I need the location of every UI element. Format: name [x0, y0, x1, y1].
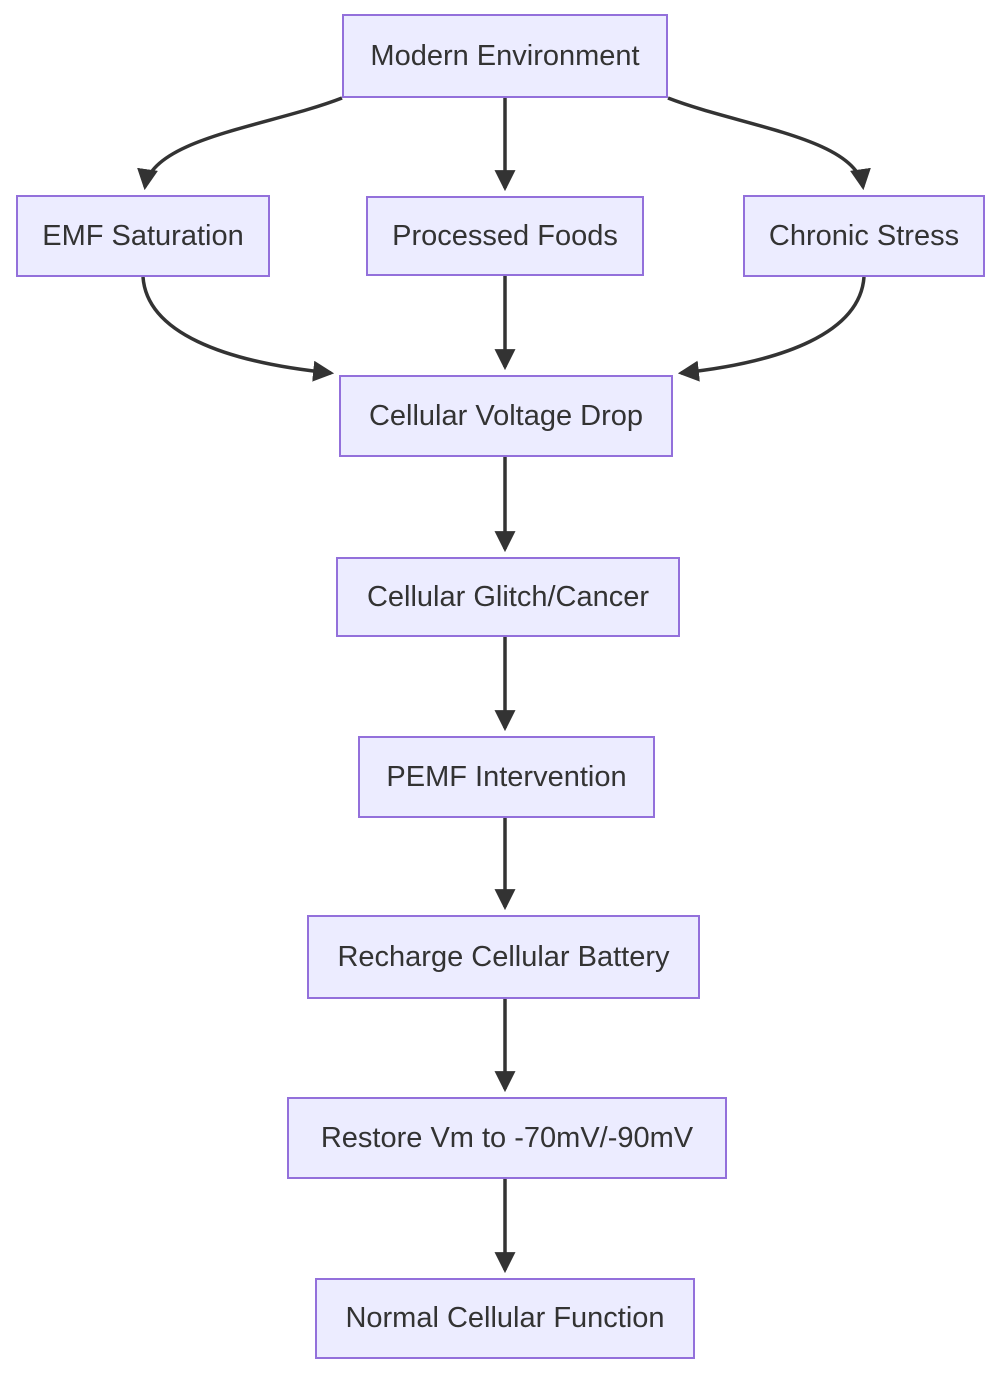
node-emf-saturation: EMF Saturation — [16, 195, 270, 277]
node-label: Restore Vm to -70mV/-90mV — [320, 1121, 694, 1154]
node-label: EMF Saturation — [42, 219, 244, 252]
node-pemf-intervention: PEMF Intervention — [358, 736, 655, 818]
node-processed-foods: Processed Foods — [366, 196, 644, 276]
node-label: Processed Foods — [392, 219, 618, 252]
node-label: Recharge Cellular Battery — [337, 940, 670, 973]
node-chronic-stress: Chronic Stress — [743, 195, 985, 277]
node-label: PEMF Intervention — [386, 760, 627, 793]
node-cellular-glitch-cancer: Cellular Glitch/Cancer — [336, 557, 680, 637]
node-cellular-voltage-drop: Cellular Voltage Drop — [339, 375, 673, 457]
node-label: Chronic Stress — [768, 219, 960, 252]
node-label: Normal Cellular Function — [345, 1302, 665, 1335]
edge-chronic-stress-to-cellular-voltage-drop — [677, 276, 866, 382]
node-label: Cellular Voltage Drop — [368, 399, 644, 432]
node-label: Modern Environment — [370, 39, 640, 72]
node-recharge-cellular-battery: Recharge Cellular Battery — [307, 915, 700, 999]
node-restore-vm: Restore Vm to -70mV/-90mV — [287, 1097, 727, 1179]
edge-modern-environment-to-emf-saturation — [137, 96, 343, 191]
edge-emf-saturation-to-cellular-voltage-drop — [141, 276, 335, 382]
node-modern-environment: Modern Environment — [342, 14, 668, 98]
edge-modern-environment-to-chronic-stress — [667, 96, 871, 191]
node-label: Cellular Glitch/Cancer — [366, 580, 650, 613]
node-normal-cellular-function: Normal Cellular Function — [315, 1278, 695, 1359]
